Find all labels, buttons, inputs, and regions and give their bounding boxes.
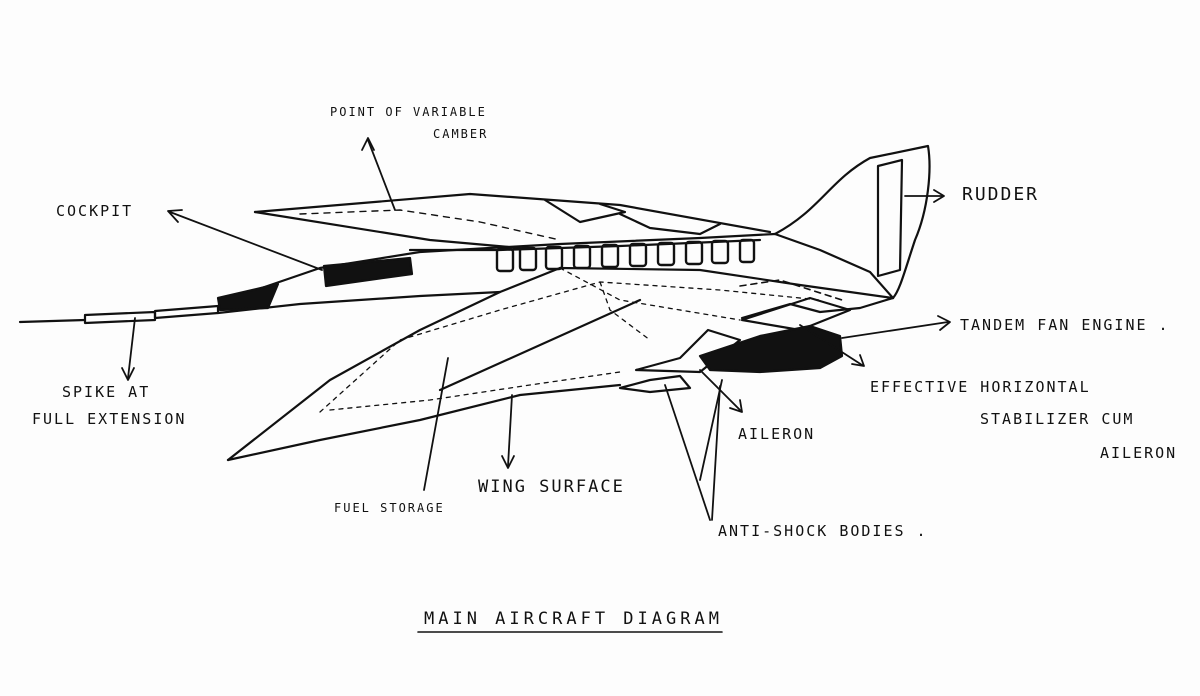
label-rudder: RUDDER: [962, 186, 1039, 204]
cockpit-window: [324, 258, 412, 286]
label-cockpit: COCKPIT: [56, 202, 133, 220]
label-fuel-storage: FUEL STORAGE: [334, 500, 445, 516]
nose-spike: [20, 306, 218, 323]
label-tandem-fan-engine: TANDEM FAN ENGINE .: [960, 316, 1170, 334]
nose-band: [218, 284, 278, 310]
upper-wing: [255, 194, 770, 248]
label-stabilizer-line2: STABILIZER CUM: [980, 410, 1134, 428]
tandem-fan-engine: [700, 326, 842, 372]
label-stabilizer-line3: AILERON: [1100, 444, 1177, 462]
label-spike-line1: SPIKE AT: [62, 383, 150, 401]
tail-fin: [775, 146, 929, 298]
label-anti-shock-bodies: ANTI-SHOCK BODIES .: [718, 522, 928, 540]
label-wing-surface: WING SURFACE: [478, 478, 625, 496]
label-camber-line2: CAMBER: [433, 126, 488, 142]
label-spike-line2: FULL EXTENSION: [32, 410, 186, 428]
label-stabilizer-line1: EFFECTIVE HORIZONTAL: [870, 378, 1091, 396]
diagram-caption: MAIN AIRCRAFT DIAGRAM: [424, 610, 723, 628]
label-aileron: AILERON: [738, 425, 815, 443]
label-camber-line1: POINT OF VARIABLE: [330, 104, 487, 120]
